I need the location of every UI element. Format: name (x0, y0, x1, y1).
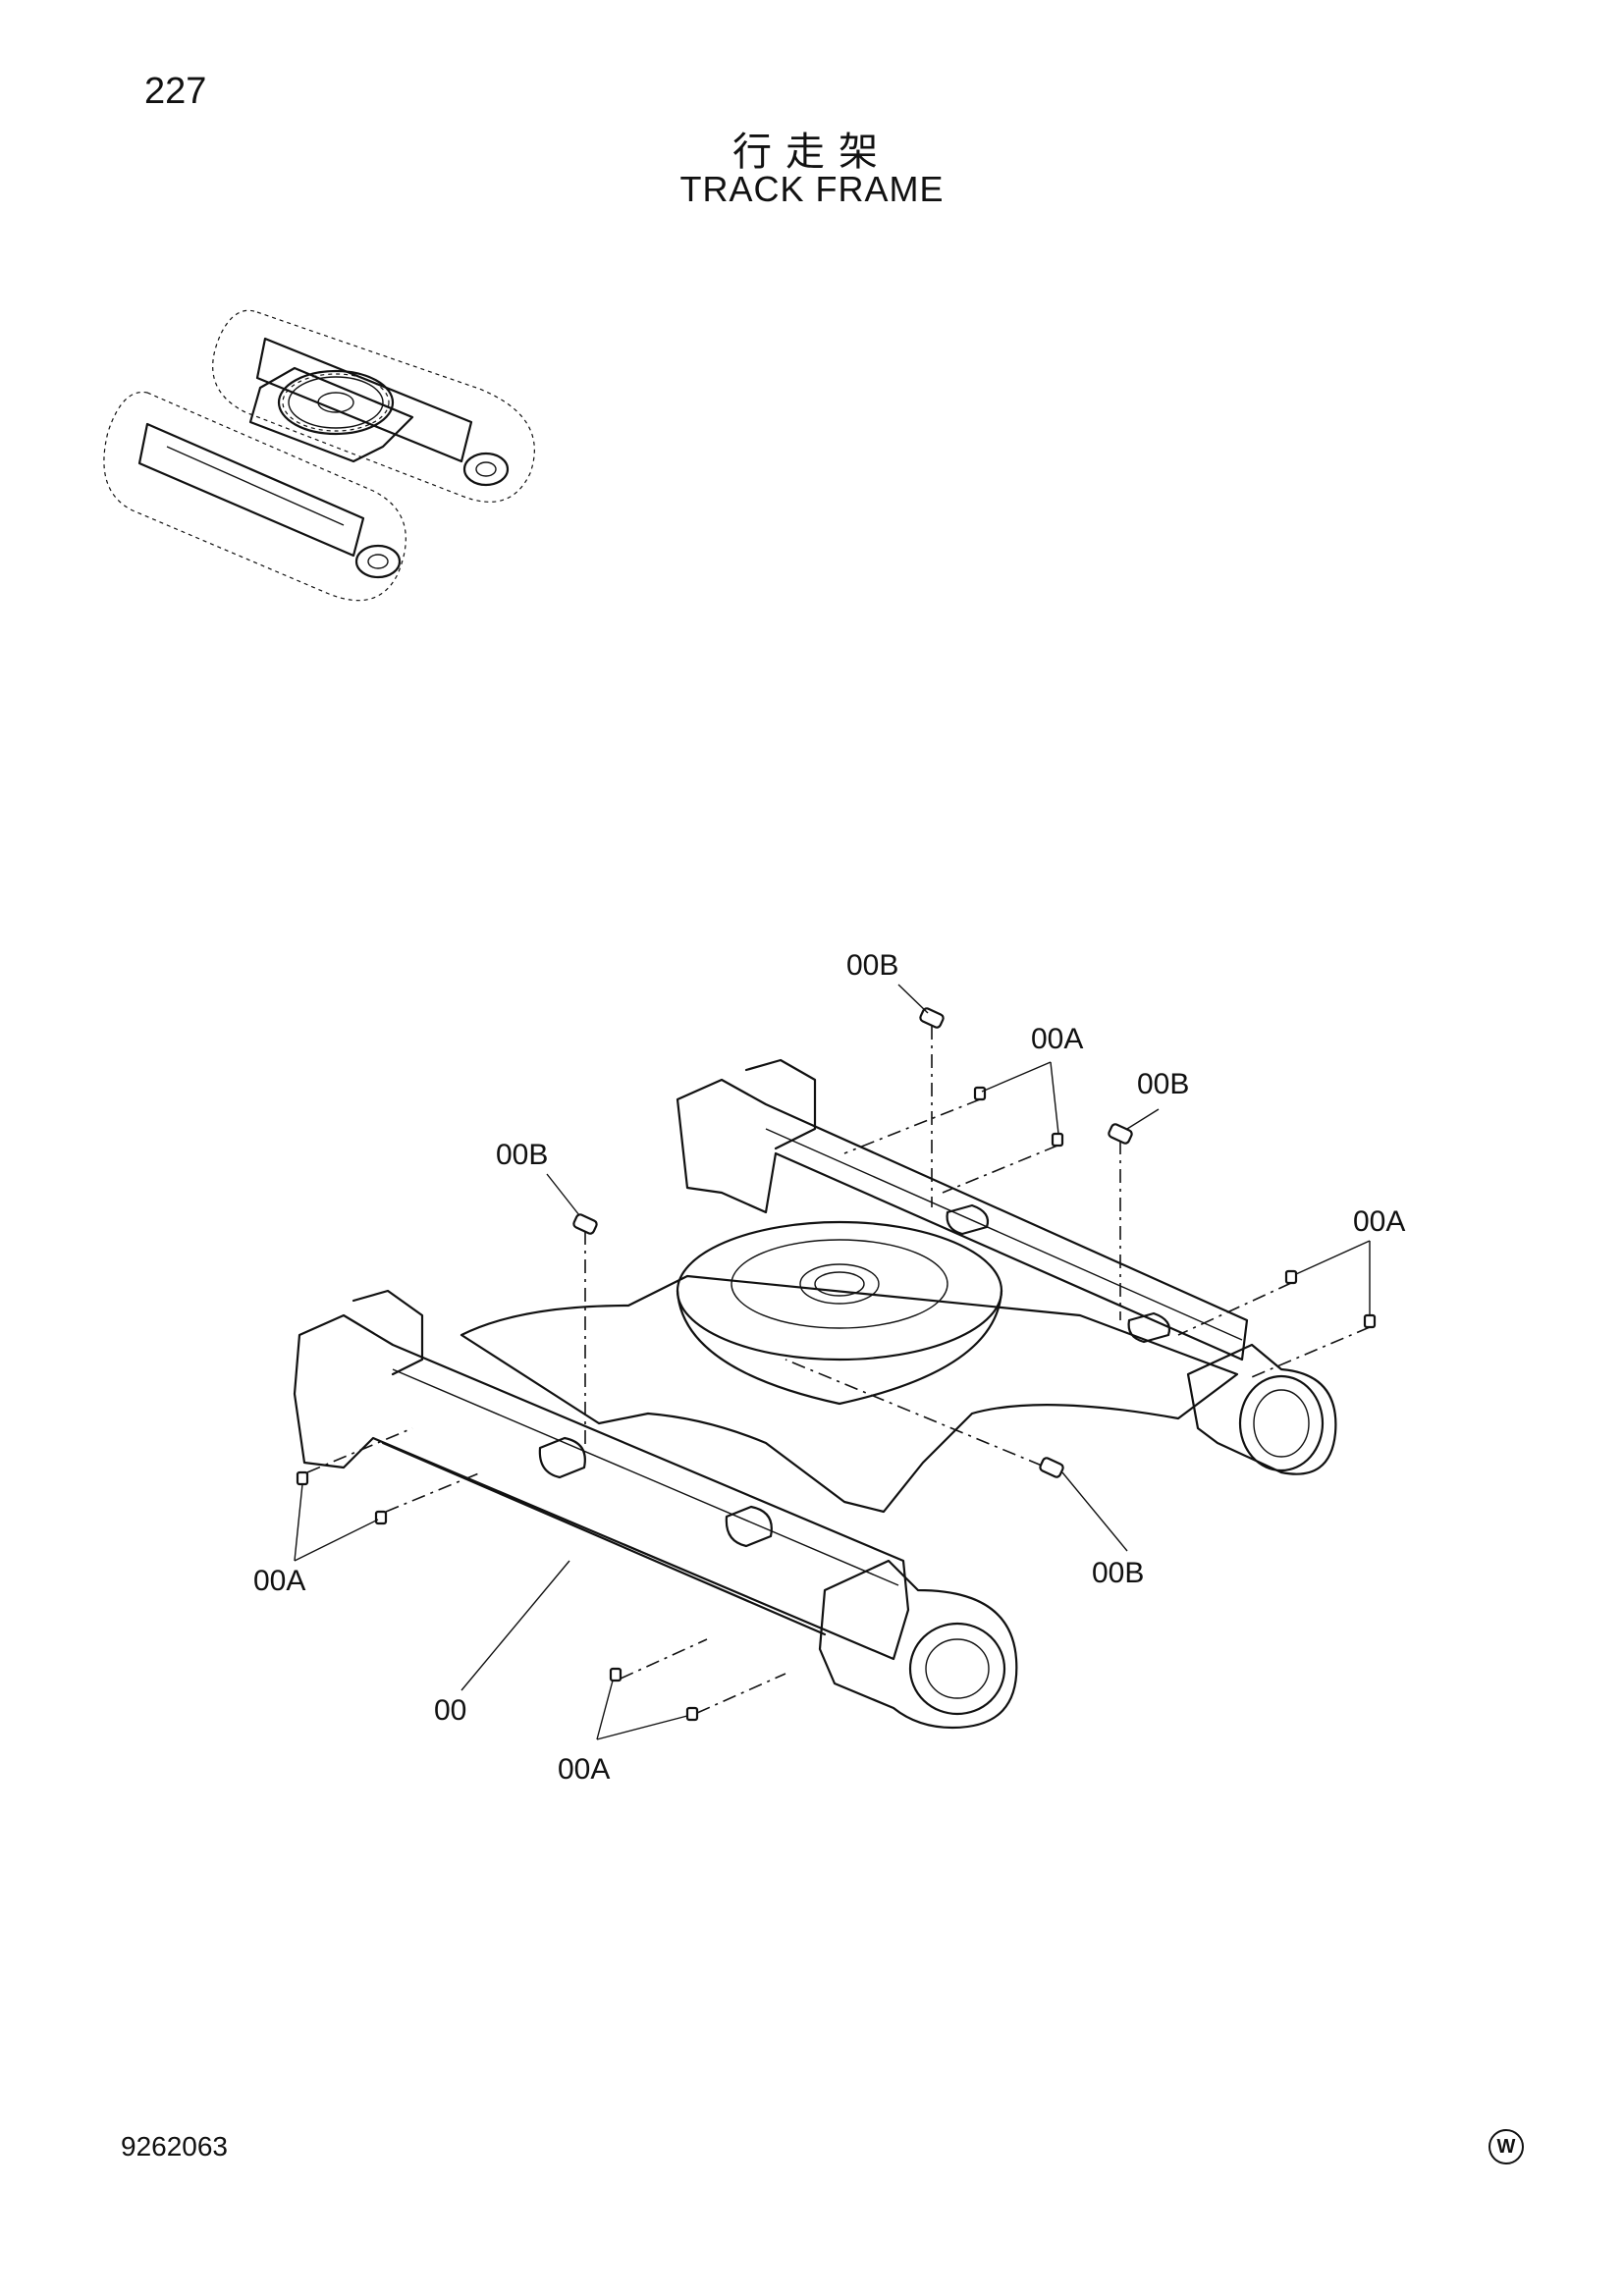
callout-00a-right: 00A (1353, 1205, 1405, 1238)
document-number: 9262063 (121, 2131, 229, 2162)
leader-lines (294, 984, 1371, 1740)
callout-00b-top: 00B (846, 949, 898, 982)
callout-00a-top: 00A (1031, 1023, 1083, 1055)
callout-00-main: 00 (434, 1694, 466, 1727)
callout-00b-bottom-right: 00B (1092, 1557, 1144, 1589)
callout-00b-left: 00B (496, 1139, 548, 1171)
page-title-chinese: 行走架 (732, 130, 892, 175)
callout-00a-bottom: 00A (558, 1753, 610, 1786)
track-frame-drawing (293, 1058, 1337, 1730)
page-title-english: TRACK FRAME (679, 169, 945, 209)
page-number: 227 (144, 71, 207, 112)
callout-00a-left: 00A (253, 1565, 305, 1597)
locator-thumbnail (103, 309, 535, 602)
assembly-lines (306, 1026, 1371, 1714)
callout-00b-top-right: 00B (1137, 1068, 1189, 1100)
part-plugs (572, 1007, 1133, 1478)
corner-mark-badge: W (1489, 2129, 1524, 2164)
